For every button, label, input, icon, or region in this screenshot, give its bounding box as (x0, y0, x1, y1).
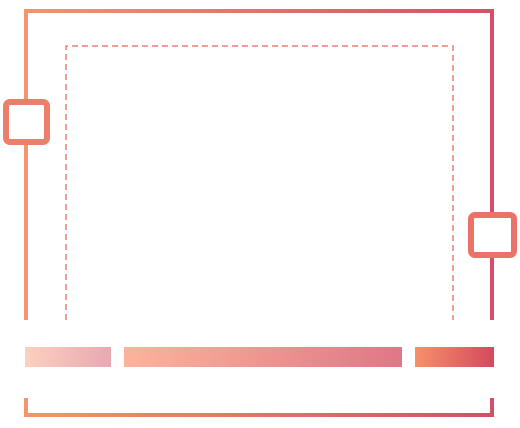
inner-dashed-area (65, 45, 454, 320)
resize-handle-icon (3, 99, 50, 145)
progress-bar-left (25, 347, 111, 367)
resize-handle-icon (468, 212, 517, 258)
right-resize-handle[interactable] (468, 212, 517, 258)
progress-bar-middle (124, 347, 402, 367)
progress-bar-right (415, 347, 494, 367)
left-resize-handle[interactable] (3, 99, 50, 145)
bottom-bracket (24, 398, 494, 417)
outer-frame-border (24, 9, 494, 320)
